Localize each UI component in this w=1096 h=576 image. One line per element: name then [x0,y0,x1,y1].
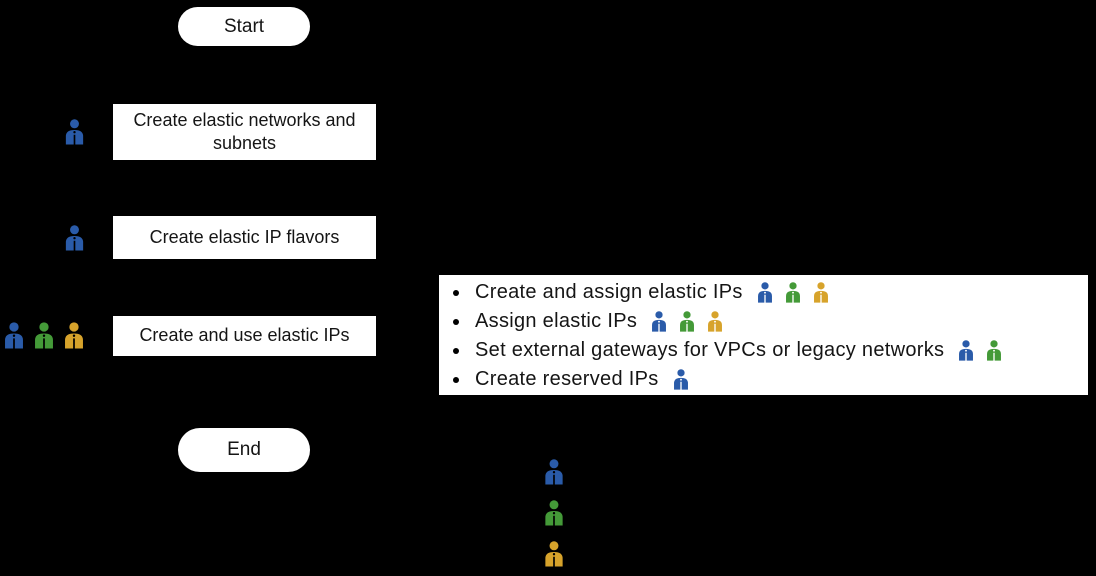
end-node: End [178,428,310,472]
callout-item-roles [756,282,830,303]
step-label: Create elastic networks and subnets [133,109,356,153]
bullet-icon [453,289,459,296]
green-person-icon [987,340,1002,361]
blue-person-icon [673,369,688,390]
callout-box: Create and assign elastic IPs Assign ela… [437,273,1090,397]
callout-item-text: Create reserved IPs [475,368,659,390]
callout-item-text: Set external gateways for VPCs or legacy… [475,339,945,361]
callout-item-roles [650,311,724,332]
blue-person-icon [959,340,974,361]
callout-item: Assign elastic IPs [439,307,1088,336]
step-box-create-networks-subnets: Create elastic networks and subnets [112,103,377,161]
green-person-icon [545,500,563,526]
blue-person-icon [65,119,84,145]
green-person-icon [785,282,800,303]
orange-person-icon [65,321,83,348]
callout-item-text: Create and assign elastic IPs [475,281,743,303]
start-node: Start [178,7,310,46]
orange-person-icon [813,282,828,303]
start-label: Start [223,15,265,37]
step-box-create-use-ips: Create and use elastic IPs [112,315,377,357]
end-label: End [227,439,261,460]
step-label: Create and use elastic IPs [139,325,350,346]
blue-person-icon [5,321,23,348]
callout-item-roles [957,340,1003,361]
blue-person-icon [65,224,84,250]
callout-item: Create reserved IPs [439,365,1088,394]
green-person-icon [680,311,695,332]
orange-person-icon [545,541,563,567]
bullet-icon [453,347,459,354]
step-2-roles [0,215,92,260]
bullet-icon [453,318,459,325]
callout-item-roles [672,369,690,390]
step-label: Create elastic IP flavors [149,226,340,247]
blue-person-icon [757,282,772,303]
blue-person-icon [652,311,667,332]
blue-person-icon [545,459,563,485]
orange-person-icon [708,311,723,332]
callout-item: Create and assign elastic IPs [439,278,1088,307]
bullet-icon [453,376,459,383]
callout-item-text: Assign elastic IPs [475,310,638,332]
step-1-roles [0,103,92,161]
callout-item: Set external gateways for VPCs or legacy… [439,336,1088,365]
green-person-icon [35,321,53,348]
role-legend [542,459,566,567]
step-3-roles [0,311,92,359]
step-box-create-ip-flavors: Create elastic IP flavors [112,215,377,260]
